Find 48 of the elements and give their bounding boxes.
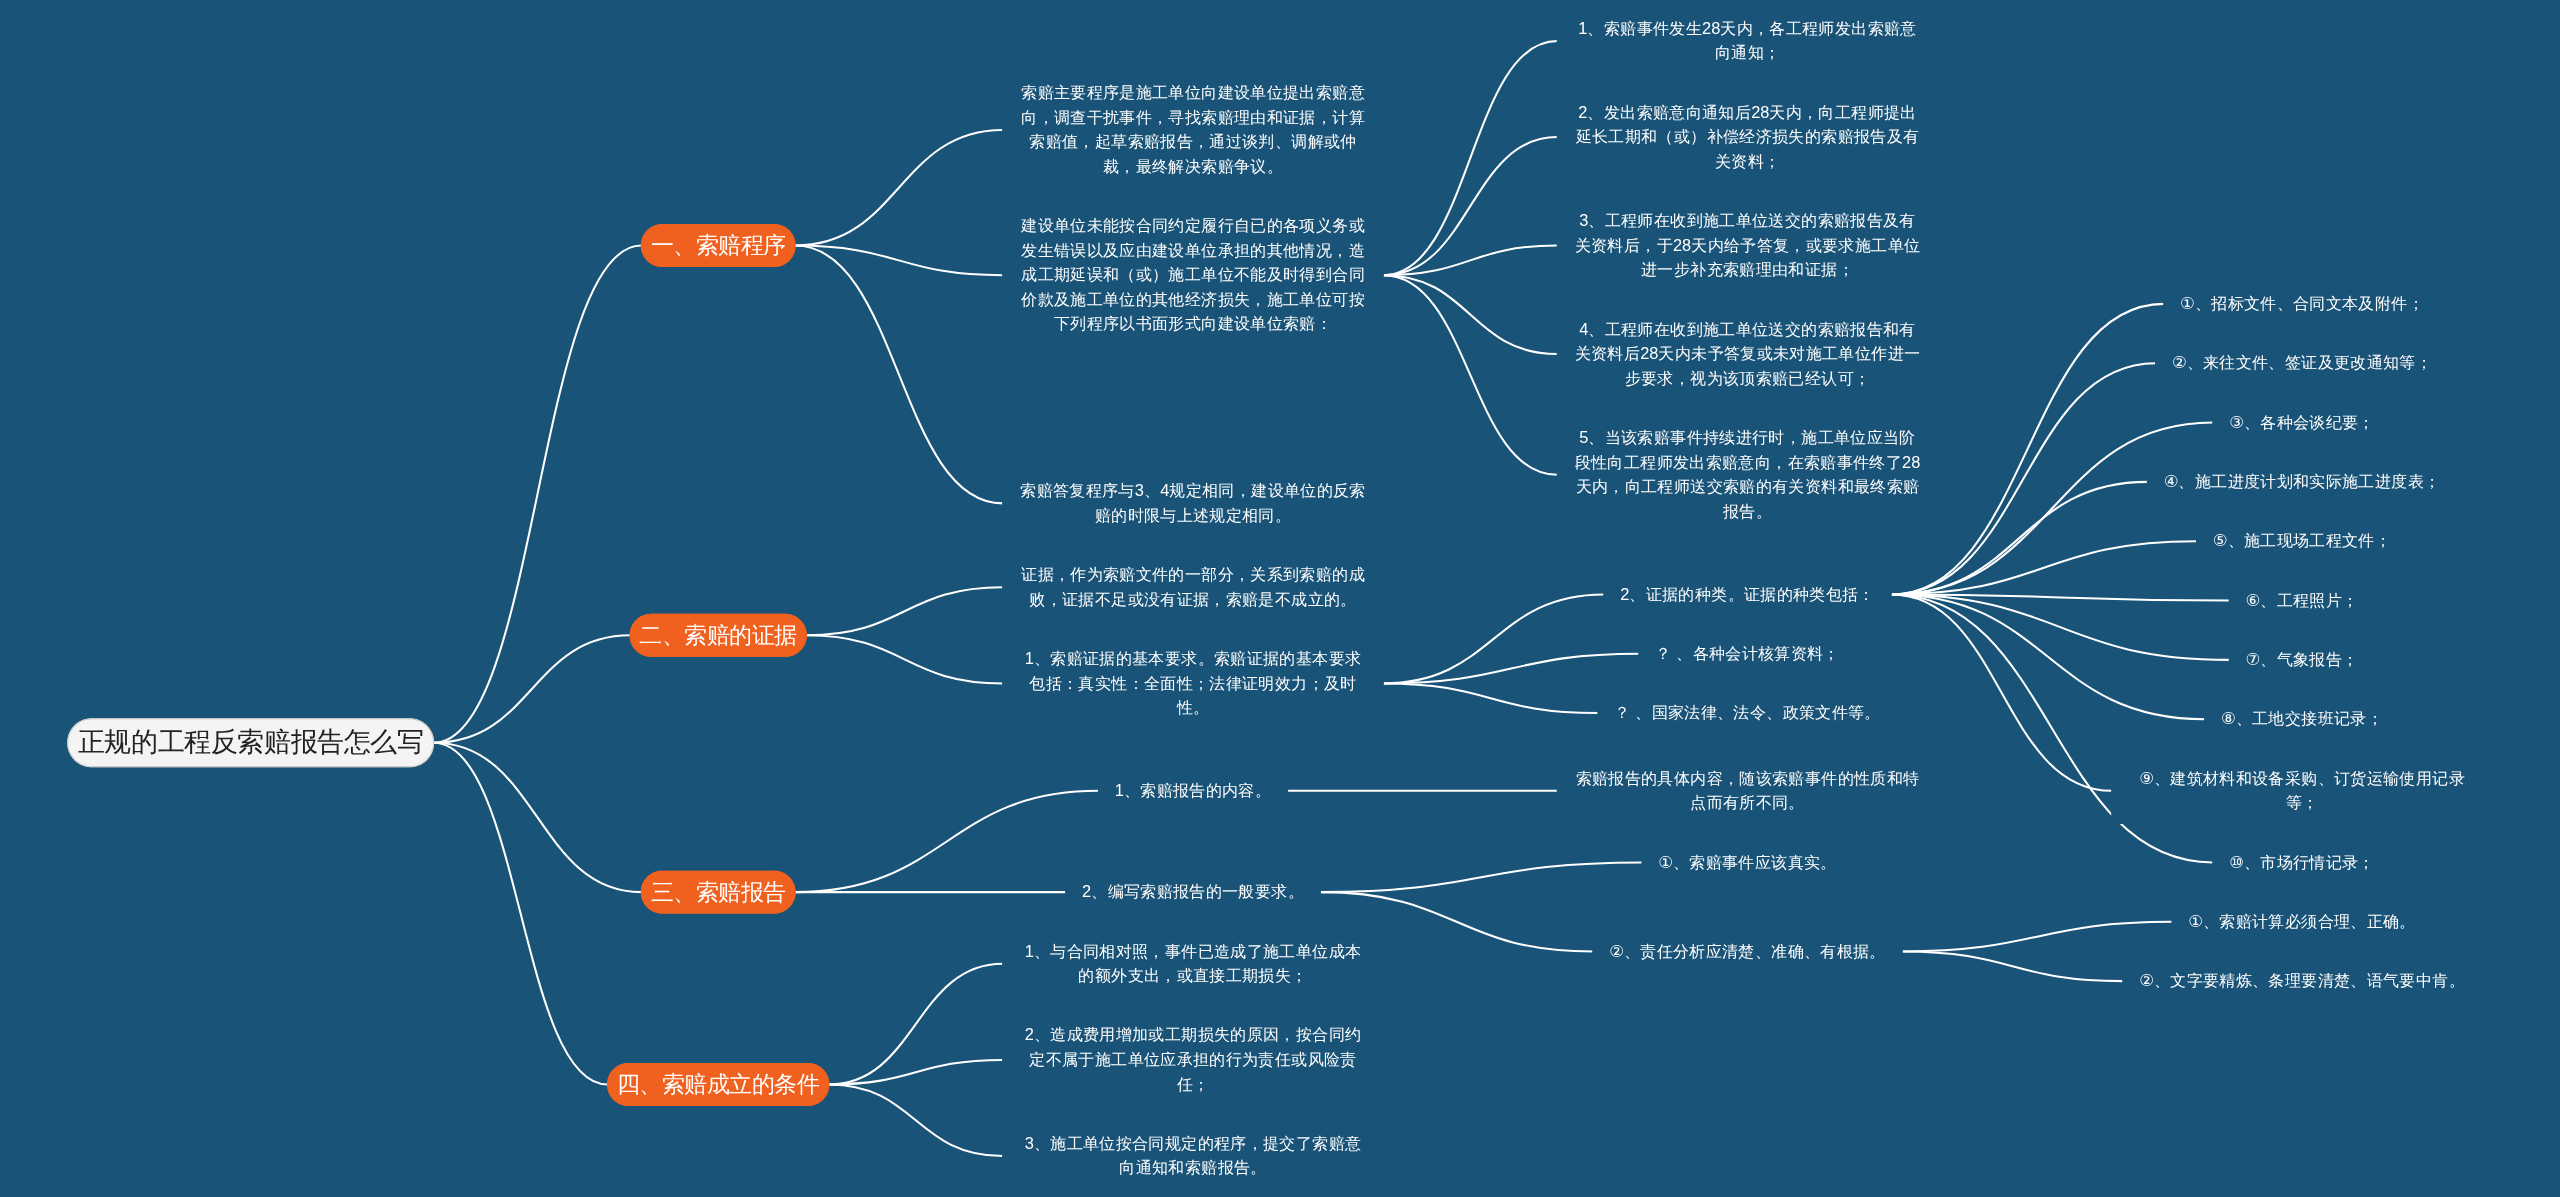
node-text: ⑨、建筑材料和设备采购、订货运输使用记录等；: [2139, 769, 2465, 812]
node-text: ？ 、国家法律、法令、政策文件等。: [1614, 703, 1881, 722]
connector: [1383, 274, 1558, 476]
node-text: 2、发出索赔意向通知后28天内，向工程师提出延长工期和（或）补偿经济损失的索赔报告及有关资料；: [1575, 103, 1920, 170]
node-text: ⑤、施工现场工程文件；: [2212, 532, 2392, 550]
connector: [795, 789, 1099, 894]
node-text: ①、索赔计算必须合理、正确。: [2188, 912, 2416, 930]
node-text: ④、施工进度计划和实际施工进度表；: [2163, 472, 2441, 491]
connector: [1902, 950, 2123, 983]
node-text: ⑧、工地交接班记录；: [2221, 710, 2384, 728]
node-text: 4、工程师在收到施工单位送交的索赔报告和有关资料后28天内未予答复或未对施工单位作进一步要求，视为该顶索赔已经认可；: [1574, 320, 1921, 387]
connector: [795, 891, 1066, 894]
connector: [794, 244, 1003, 505]
node-text: 1、与合同相对照，事件已造成了施工单位成本的额外支出，或直接工期损失；: [1024, 942, 1362, 985]
node-text: 建设单位未能按合同约定履行自已的各项义务或发生错误以及应由建设单位承担的其他情况，造成工期延误和（或）施工单位不能及时得到合同价款及施工单位的其他经济损失，施工单位可按下列程序以书面形式向建设单位索赔：: [1021, 216, 1365, 333]
node-text: 3、工程师在收到施工单位送交的索赔报告及有关资料后，于28天内给予答复，或要求施工单位进一步补充索赔理由和证据；: [1574, 211, 1921, 279]
node-text: 索赔答复程序与3、4规定相同，建设单位的反索赔的时限与上述规定相同。: [1020, 481, 1366, 524]
connector: [1383, 682, 1598, 715]
node-text: ③、各种会谈纪要；: [2229, 413, 2375, 431]
connector: [1891, 593, 2213, 864]
node-text: 2、造成费用增加或工期损失的原因，按合同约定不属于施工单位应承担的行为责任或风险责任；: [1024, 1026, 1362, 1093]
node-text: 2、编写索赔报告的一般要求。: [1082, 882, 1304, 901]
connector: [806, 634, 1003, 685]
connector: [794, 128, 1003, 247]
connector: [1320, 891, 1593, 953]
node-text: 5、当该索赔事件持续进行时，施工单位应当阶段性向工程师发出索赔意向，在索赔事件终了28天内，向工程师送交索赔的有关资料和最终索赔报告。: [1574, 428, 1921, 520]
node-text: ①、招标文件、合同文本及附件；: [2180, 294, 2424, 313]
connector: [1287, 789, 1558, 792]
node-text: 索赔报告的具体内容，随该索赔事件的性质和特点而有所不同。: [1575, 769, 1920, 812]
node-text: 1、索赔事件发生28天内，各工程师发出索赔意向通知；: [1578, 19, 1917, 62]
node-text: ？ 、各种会计核算资料；: [1655, 644, 1840, 662]
node-text: 2、证据的种类。证据的种类包括：: [1620, 585, 1875, 603]
node-text: ②、责任分析应清楚、准确、有根据。: [1609, 942, 1886, 960]
node-text: 1、索赔报告的内容。: [1114, 781, 1272, 800]
connector: [828, 1058, 1003, 1086]
node-text: ⑥、工程照片；: [2245, 591, 2359, 609]
node-text: ②、文字要精炼、条理要清楚、语气要中肯。: [2139, 971, 2465, 990]
node-text: 索赔主要程序是施工单位向建设单位提出索赔意向，调查干扰事件，寻找索赔理由和证据，计算索赔值，起草索赔报告，通过谈判、调解或仲裁，最终解决索赔争议。: [1021, 83, 1365, 175]
connector: [828, 1083, 1003, 1158]
node-text: ①、索赔事件应该真实。: [1658, 853, 1837, 871]
node-text: 1、索赔证据的基本要求。索赔证据的基本要求包括：真实性：全面性；法律证明效力；及时性。: [1024, 649, 1362, 717]
node-text: ⑦、气象报告；: [2245, 650, 2359, 669]
connector: [828, 962, 1003, 1086]
node-text: 证据，作为索赔文件的一部分，关系到索赔的成败，证据不足或没有证据，索赔是不成立的。: [1021, 565, 1365, 608]
node-text: 3、施工单位按合同规定的程序，提交了索赔意向通知和索赔报告。: [1024, 1134, 1362, 1177]
connector: [433, 741, 608, 1086]
node-text: ⑩、市场行情记录；: [2229, 853, 2375, 871]
node-text: ②、来往文件、签证及更改通知等；: [2171, 353, 2433, 372]
